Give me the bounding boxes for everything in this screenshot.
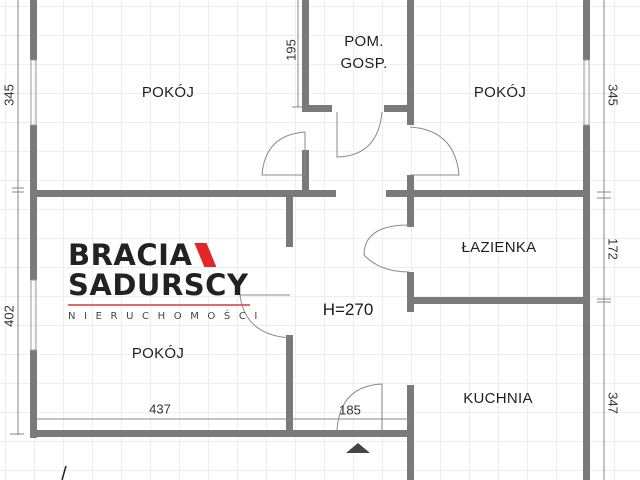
room-label-kuchnia: KUCHNIA [463,390,533,407]
dimension-right-bottom: 347 [605,392,621,414]
agency-logo: BRACIA SADURSCY NIERUCHOMOŚCI [68,240,268,322]
room-label-pokoj-top-right: POKÓJ [473,84,527,101]
dimension-left-bottom: 402 [1,305,17,327]
dimension-bottom-left-width: 437 [149,401,171,417]
entrance-arrow-icon [346,443,370,453]
dimension-right-middle: 172 [605,238,621,260]
dimension-right-top: 345 [605,84,621,106]
dimension-left-top: 345 [1,84,17,106]
dimension-pom-gosp: 195 [283,39,299,61]
logo-text-sadurscy: SADURSCY [68,268,249,302]
logo-divider [68,304,250,306]
room-label-pokoj-bottom-left: POKÓJ [131,345,185,362]
doors [239,111,460,431]
logo-red-mark-icon [194,243,217,267]
room-label-pokoj-top-left: POKÓJ [141,84,195,101]
logo-tagline: NIERUCHOMOŚCI [68,311,266,322]
room-label-pom-gosp-line1: POM. [344,33,384,50]
dimension-entrance-width: 185 [339,402,361,418]
logo-line1: BRACIA [68,240,268,270]
dimension-lines [10,0,611,480]
room-label-lazienka: ŁAZIENKA [461,239,537,256]
logo-text-bracia: BRACIA [68,238,193,272]
room-label-pom-gosp-line2: GOSP. [340,55,388,72]
ceiling-height-label: H=270 [322,300,374,319]
stray-mark [61,465,67,480]
windows [30,59,590,351]
